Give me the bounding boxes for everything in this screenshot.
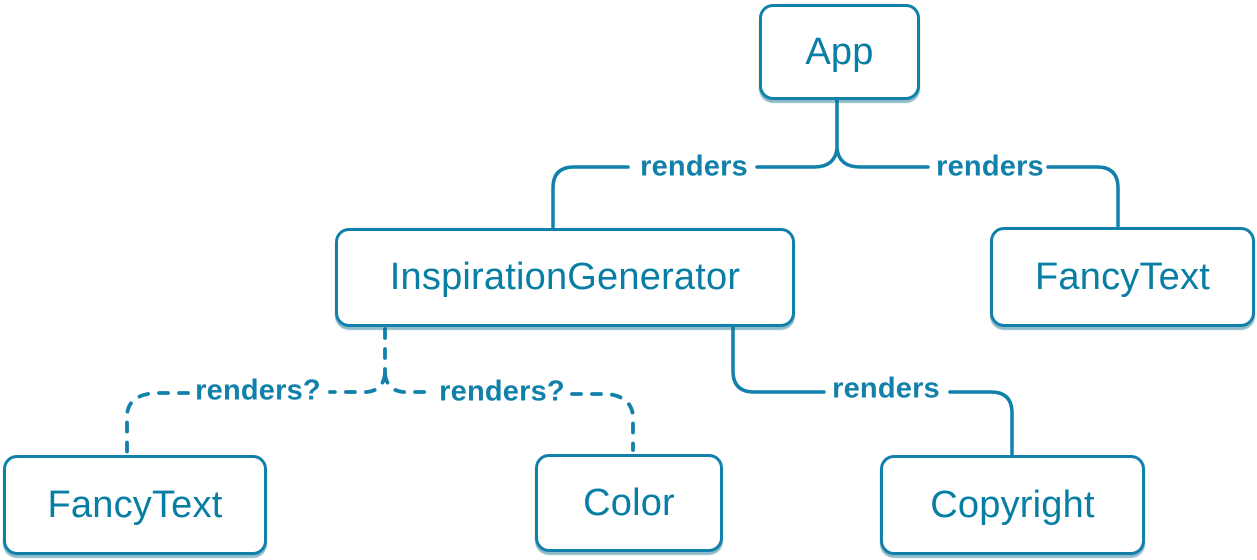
node-inspiration-generator-label: InspirationGenerator [389,256,741,298]
node-fancy-text-bottom: FancyText [3,455,267,555]
edge-label-inspiration-fancytext-renders: renders? [195,374,321,407]
node-app-label: App [805,30,874,73]
node-color-label: Color [583,481,675,524]
node-inspiration-generator: InspirationGenerator [335,228,795,327]
edge-label-app-inspiration-renders: renders [640,150,748,183]
node-copyright-label: Copyright [930,483,1095,526]
edge-label-inspiration-color-renders: renders? [439,375,565,408]
edge-label-app-fancytext-renders: renders [936,150,1044,183]
node-fancy-text-bottom-label: FancyText [47,483,223,526]
node-app: App [759,4,920,100]
node-fancy-text-top-label: FancyText [1035,255,1210,298]
edge-label-inspiration-copyright-renders: renders [832,372,940,405]
node-copyright: Copyright [880,455,1145,555]
node-color: Color [535,454,723,552]
node-fancy-text-top: FancyText [990,227,1255,327]
